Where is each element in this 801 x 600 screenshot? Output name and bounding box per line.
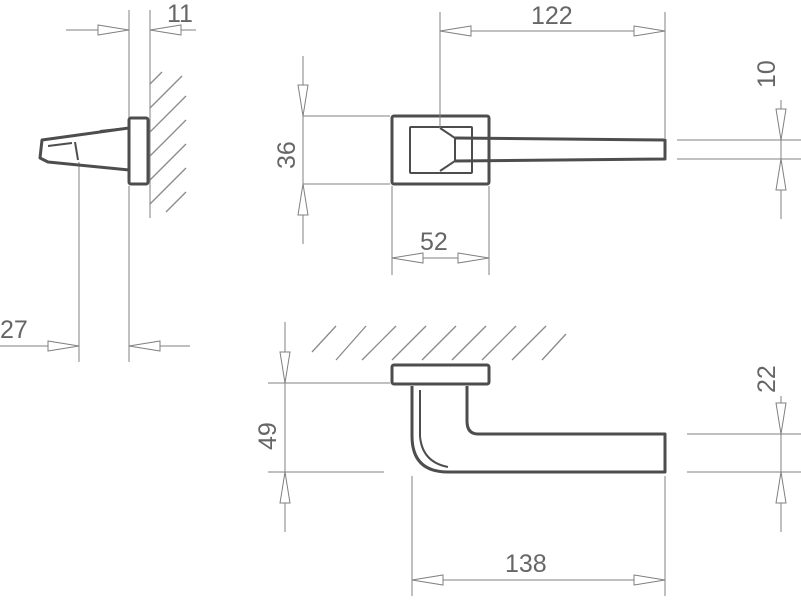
rose-side xyxy=(127,116,150,186)
lever-top xyxy=(410,386,667,474)
wall-hatch-top xyxy=(311,325,567,361)
dim-label-lever-thickness: 10 xyxy=(753,60,781,88)
dim-label-total-length: 138 xyxy=(505,550,547,578)
dim-label-lever-reach: 122 xyxy=(531,2,573,30)
dim-label-grip-offset: 27 xyxy=(0,316,28,344)
side-view: 11 27 xyxy=(0,0,196,362)
dim-label-rose-thickness: 11 xyxy=(167,0,193,28)
top-view: 49 22 138 xyxy=(254,322,801,596)
dim-label-rose-width: 52 xyxy=(420,228,448,256)
rose-top xyxy=(390,363,491,386)
dim-label-rose-height: 36 xyxy=(273,141,301,169)
lever-side xyxy=(38,126,130,172)
lever-front xyxy=(454,136,667,163)
dim-label-grip-height: 22 xyxy=(753,365,781,393)
dim-label-handle-height: 49 xyxy=(254,422,282,450)
wall-hatch-side xyxy=(149,71,187,213)
front-view: 122 36 52 10 xyxy=(273,2,801,275)
